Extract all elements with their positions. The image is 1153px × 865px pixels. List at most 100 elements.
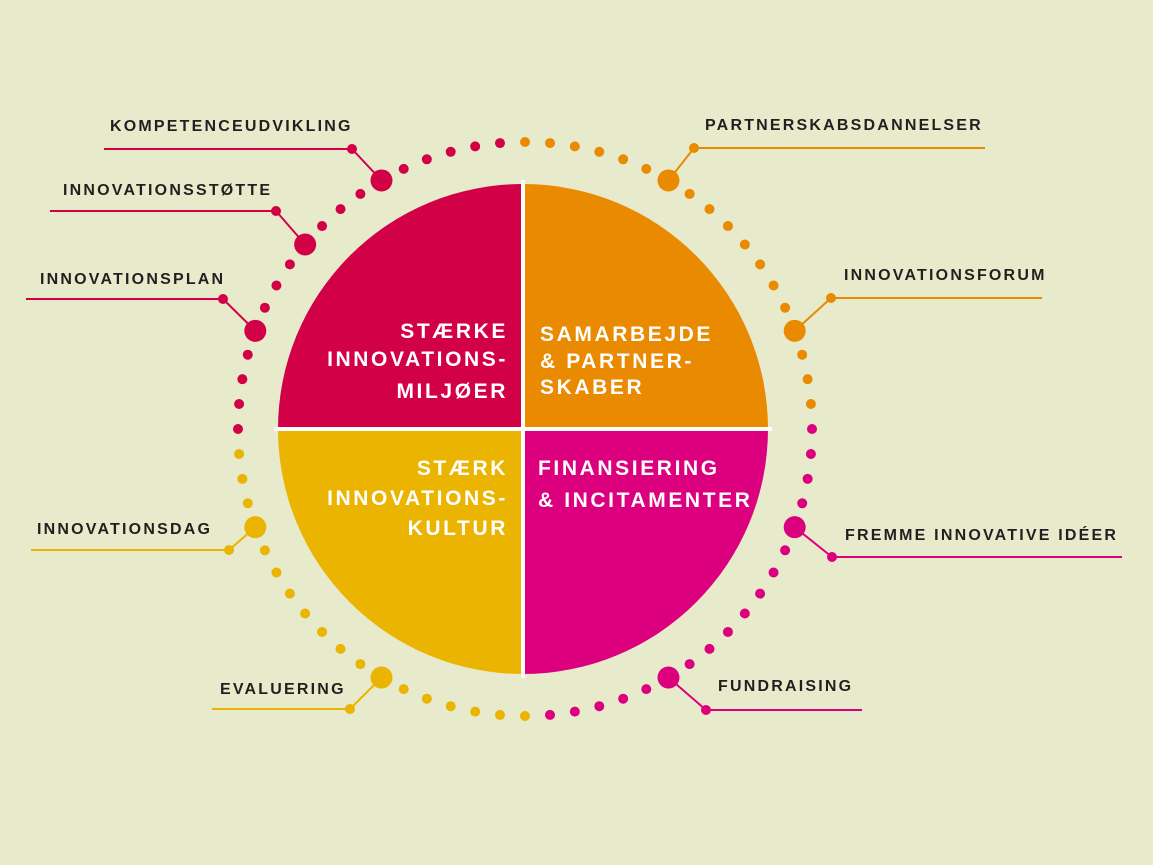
leader-end-dot (701, 705, 711, 715)
quadrant-bottom-left (278, 429, 523, 674)
ring-dot (802, 374, 813, 385)
ring-dot (237, 374, 248, 385)
ring-dot (805, 449, 816, 460)
quadrant-text-line: SKABER (540, 376, 644, 399)
ring-dot (618, 154, 629, 165)
ring-dot (300, 608, 311, 619)
ring-dot (271, 567, 282, 578)
ring-dot (470, 141, 481, 152)
label-innovationsstotte: INNOVATIONSSTØTTE (63, 182, 272, 199)
ring-dot (684, 188, 695, 199)
ring-dot (739, 608, 750, 619)
ring-dot (755, 259, 766, 270)
central-circle (274, 180, 772, 678)
leader-end-dot (218, 294, 228, 304)
ring-dot (545, 709, 556, 720)
labels: KOMPETENCEUDVIKLING INNOVATIONSSTØTTE IN… (37, 117, 1116, 698)
ring-dot (520, 711, 530, 721)
leader-connector (667, 676, 707, 711)
ring-dot (768, 567, 779, 578)
quadrant-bottom-right-text: FINANSIERING & INCITAMENTER (538, 457, 753, 512)
label-innovationsplan: INNOVATIONSPLAN (40, 271, 225, 288)
quadrant-text-line: FINANSIERING (538, 457, 720, 480)
leader-end-dot (345, 704, 355, 714)
label-innovationsdag: INNOVATIONSDAG (37, 521, 212, 538)
ring-dot (271, 280, 282, 291)
ring-dot (494, 138, 505, 149)
quadrant-text-line: STÆRKE (400, 320, 508, 343)
leader-end-dot (347, 144, 357, 154)
ring-dot (445, 146, 456, 157)
quadrant-top-left-text: STÆRKE INNOVATIONS- MILJØER (327, 320, 508, 403)
leader-connector (228, 526, 256, 551)
ring-dot (641, 684, 652, 695)
ring-dot (755, 588, 766, 599)
leader-end-dot (224, 545, 234, 555)
ring-dot (807, 424, 817, 434)
ring-dot (545, 138, 556, 149)
label-fundraising: FUNDRAISING (718, 678, 853, 695)
ring-dot (234, 398, 245, 409)
ring-dot (704, 643, 715, 654)
ring-dot (780, 545, 791, 556)
ring-dot (569, 141, 580, 152)
ring-dot (284, 588, 295, 599)
quadrant-text-line: STÆRK (417, 457, 508, 480)
ring-dot (421, 154, 432, 165)
ring-dot (233, 424, 243, 434)
ring-dot (317, 626, 328, 637)
ring-dot (520, 137, 530, 147)
leader-connector (351, 148, 383, 182)
ring-dot (335, 643, 346, 654)
quadrant-text-line: INNOVATIONS- (327, 487, 508, 510)
ring-dot (234, 449, 245, 460)
ring-dot (259, 302, 270, 313)
ring-dot (802, 473, 813, 484)
ring-dot (569, 706, 580, 717)
ring-dot (684, 659, 695, 670)
ring-dot (237, 473, 248, 484)
quadrant-text-line: SAMARBEJDE (540, 323, 713, 346)
quadrant-bottom-right (523, 429, 768, 674)
ring-dot (797, 498, 808, 509)
leader-connector (275, 210, 306, 246)
ring-dot (259, 545, 270, 556)
ring-dot (618, 693, 629, 704)
leader-end-dot (271, 206, 281, 216)
leader-connector (349, 676, 383, 710)
quadrant-top-left (278, 184, 523, 429)
ring-dot (641, 163, 652, 174)
ring-dot (355, 188, 366, 199)
ring-dot (398, 163, 409, 174)
ring-dot (594, 146, 605, 157)
ring-dot (704, 204, 715, 215)
quadrant-top-right (523, 184, 768, 429)
label-innovationsforum: INNOVATIONSFORUM (844, 267, 1047, 284)
ring-dot (797, 349, 808, 360)
ring-dot (355, 659, 366, 670)
quadrant-text-line: INNOVATIONS- (327, 348, 508, 371)
quadrant-top-right-text: SAMARBEJDE & PARTNER- SKABER (540, 323, 713, 399)
ring-dot (242, 498, 253, 509)
ring-dot (445, 701, 456, 712)
ring-dot (242, 349, 253, 360)
leader-connector (794, 297, 832, 332)
label-partnerskabsdannelser: PARTNERSKABSDANNELSER (705, 117, 983, 134)
quadrant-bottom-left-text: STÆRK INNOVATIONS- KULTUR (327, 457, 508, 540)
quadrant-text-line: KULTUR (408, 517, 508, 540)
leader-end-dot (827, 552, 837, 562)
ring-dot (470, 706, 481, 717)
leader-lines (26, 143, 1122, 715)
ring-dot (317, 221, 328, 232)
label-evaluering: EVALUERING (220, 681, 346, 698)
ring-dot (398, 684, 409, 695)
ring-dot (780, 302, 791, 313)
leader-connector (222, 298, 257, 332)
quadrant-text-line: & INCITAMENTER (538, 489, 753, 512)
leader-end-dot (826, 293, 836, 303)
label-kompetenceudvikling: KOMPETENCEUDVIKLING (110, 118, 353, 135)
ring-dot (335, 204, 346, 215)
ring-dot (722, 626, 733, 637)
quadrant-text-line: & PARTNER- (540, 350, 694, 373)
